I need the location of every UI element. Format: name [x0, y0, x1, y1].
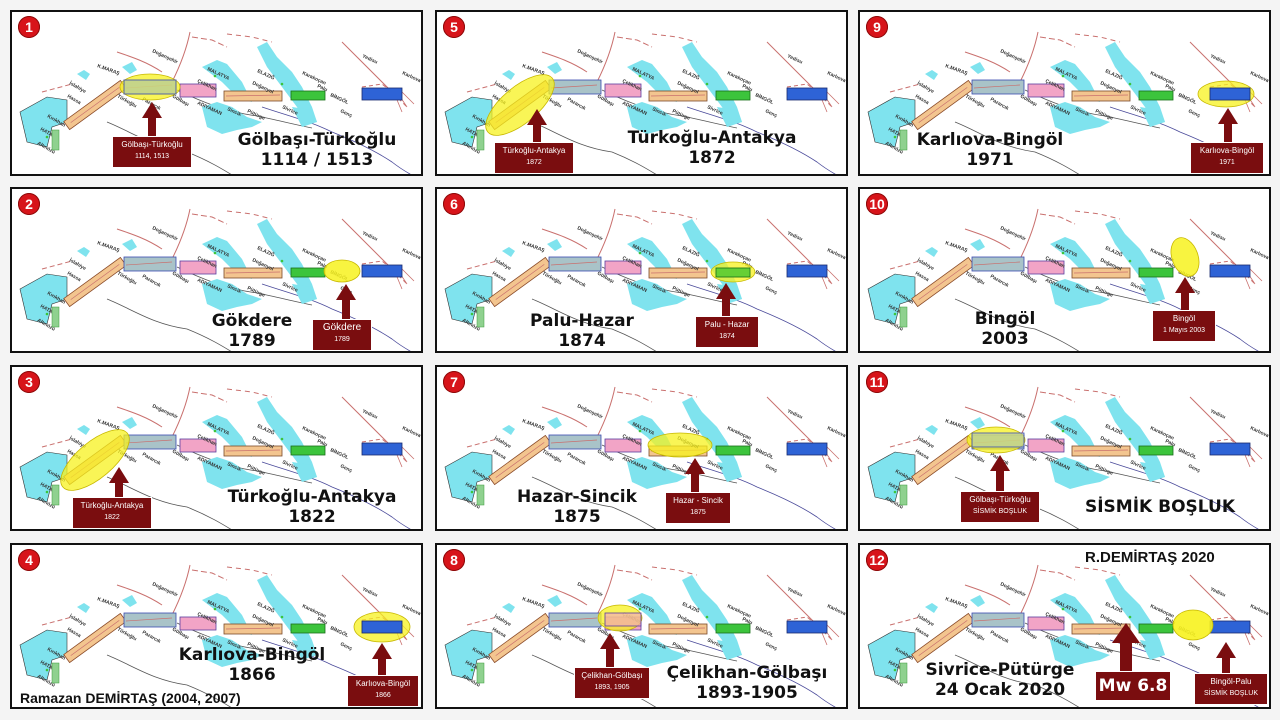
fault-map — [444, 208, 846, 351]
fault-map — [19, 564, 421, 707]
event-callout: Türkoğlu-Antakya 1822 — [72, 497, 152, 529]
fault-map — [867, 386, 1269, 529]
fault-map — [19, 386, 421, 529]
fault-map — [867, 208, 1269, 351]
event-callout: Karlıova-Bingöl 1866 — [347, 675, 419, 707]
panel-number-badge: 7 — [443, 371, 465, 393]
highlight-ellipse — [323, 259, 361, 283]
event-callout: Karlıova-Bingöl 1971 — [1190, 142, 1264, 174]
event-callout: Hazar - Sincik 1875 — [665, 492, 731, 524]
panel-number-badge: 10 — [866, 193, 888, 215]
event-callout: Gölbaşı-Türkoğlu 1114, 1513 — [112, 136, 192, 168]
magnitude-label: Mw 6.8 — [1095, 671, 1171, 701]
panel-credit: R.DEMİRTAŞ 2020 — [1085, 549, 1215, 566]
highlight-ellipse — [1172, 609, 1214, 641]
fault-map — [19, 208, 421, 351]
panel-number-badge: 1 — [18, 16, 40, 38]
panel-8-celikhan-golbasi: 8 Çelikhan-Gölbaşı 1893, 1905 Çelikhan-G… — [435, 543, 848, 709]
event-callout: Türkoğlu-Antakya 1872 — [494, 142, 574, 174]
panel-5-turkoglu-antakya: 5 Türkoğlu-Antakya 1872 Türkoğlu-Antakya… — [435, 10, 848, 176]
panel-number-badge: 3 — [18, 371, 40, 393]
panel-1-golbasi-turkoglu: 1 Gölbaşı-Türkoğlu 1114, 1513 Gölbaşı-Tü… — [10, 10, 423, 176]
panel-number-badge: 6 — [443, 193, 465, 215]
panel-title: SİSMİK BOŞLUK — [1084, 497, 1235, 517]
panel-number-badge: 5 — [443, 16, 465, 38]
highlight-ellipse — [647, 432, 713, 458]
event-callout: Gökdere 1789 — [312, 319, 372, 351]
event-callout: Gölbaşı-Türkoğlu SİSMİK BOŞLUK — [960, 491, 1040, 523]
event-callout: Palu - Hazar 1874 — [695, 316, 759, 348]
fault-map — [444, 386, 846, 529]
fault-map — [444, 564, 846, 707]
highlight-ellipse — [60, 429, 130, 491]
panel-11-seismic-gap: 11 Gölbaşı-Türkoğlu SİSMİK BOŞLUK SİSMİK… — [858, 365, 1271, 531]
panel-number-badge: 8 — [443, 549, 465, 571]
event-callout: Çelikhan-Gölbaşı 1893, 1905 — [574, 667, 650, 699]
highlight-ellipse — [1170, 237, 1200, 277]
fault-map — [19, 31, 421, 174]
panel-12-sivrice-puturge: 12 R.DEMİRTAŞ 2020 Mw 6.8 Bingöl-Palu Sİ… — [858, 543, 1271, 709]
panel-number-badge: 11 — [866, 371, 888, 393]
panel-number-badge: 2 — [18, 193, 40, 215]
panel-number-badge: 9 — [866, 16, 888, 38]
fault-map — [867, 564, 1269, 707]
event-callout: Bingöl 1 Mayıs 2003 — [1152, 310, 1216, 342]
author-credit: Ramazan DEMİRTAŞ (2004, 2007) — [20, 690, 241, 706]
fault-map — [867, 31, 1269, 174]
event-callout: Bingöl-Palu SİSMİK BOŞLUK — [1194, 673, 1268, 705]
panel-3-turkoglu-antakya: 3 Türkoğlu-Antakya 1822 Türkoğlu-Antakya… — [10, 365, 423, 531]
panel-number-badge: 12 — [866, 549, 888, 571]
panel-number-badge: 4 — [18, 549, 40, 571]
